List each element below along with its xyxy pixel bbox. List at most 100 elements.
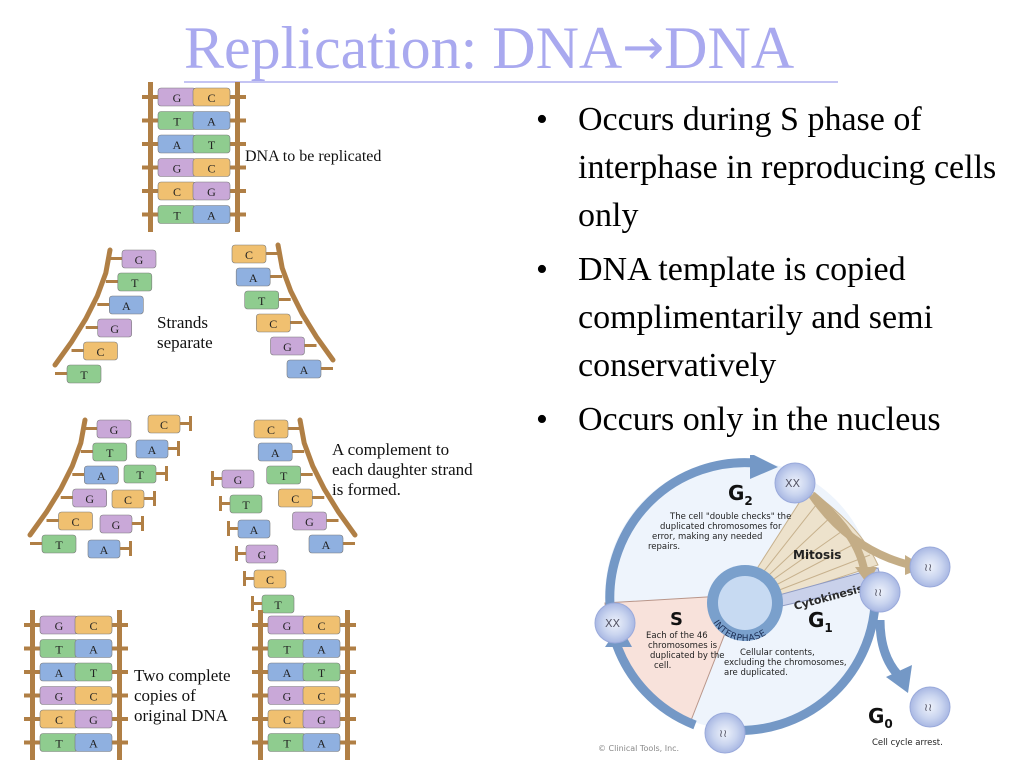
g1-description: Cellular contents, excluding the chromos… — [724, 648, 847, 678]
cycle-arrow-s-to-g2 — [605, 458, 756, 606]
base-T: T — [302, 662, 341, 682]
svg-text:C: C — [291, 492, 299, 506]
svg-text:C: C — [267, 423, 275, 437]
svg-text:T: T — [173, 115, 181, 129]
svg-text:A: A — [322, 538, 331, 552]
base-A: A — [308, 534, 344, 554]
base-G: G — [157, 87, 197, 107]
base-T: T — [266, 465, 301, 485]
base-G: G — [72, 488, 108, 508]
cell-daughter-1: ≀≀ — [859, 571, 901, 613]
base-C: C — [74, 686, 113, 705]
svg-text:A: A — [89, 737, 98, 751]
svg-text:G: G — [112, 518, 121, 532]
stage2-label-line2: separate — [157, 333, 213, 352]
base-G: G — [192, 181, 231, 201]
svg-text:A: A — [249, 271, 258, 285]
svg-text:XX: XX — [605, 617, 621, 630]
title-prefix: Replication: DNA — [184, 15, 623, 81]
base-C: C — [192, 87, 231, 107]
title-underline — [184, 81, 838, 83]
backbone-right — [297, 417, 358, 538]
svg-text:T: T — [283, 643, 291, 657]
g0-label: G0 — [868, 704, 893, 731]
backbone-right — [235, 82, 240, 232]
svg-text:C: C — [269, 317, 277, 331]
svg-text:T: T — [173, 209, 181, 223]
base-C: C — [277, 488, 313, 508]
svg-text:C: C — [207, 91, 215, 105]
svg-text:T: T — [283, 737, 291, 751]
base-G: G — [74, 709, 113, 729]
base-C: C — [58, 511, 93, 531]
svg-text:G: G — [173, 91, 182, 105]
svg-text:A: A — [122, 299, 131, 313]
svg-text:T: T — [55, 737, 63, 751]
base-C: C — [231, 244, 267, 264]
base-T: T — [92, 442, 128, 462]
svg-text:T: T — [208, 138, 216, 152]
bullet-icon: • — [536, 401, 548, 438]
svg-text:G: G — [85, 492, 94, 506]
mitosis-label: Mitosis — [793, 548, 841, 562]
svg-text:C: C — [207, 162, 215, 176]
base-G: G — [302, 709, 341, 729]
base-C: C — [83, 341, 118, 361]
bullet-text: DNA template is copied complimentarily a… — [578, 251, 934, 384]
svg-text:cell.: cell. — [654, 661, 671, 671]
mitosis-arrow-2 — [808, 492, 911, 569]
svg-text:C: C — [283, 713, 291, 727]
arrow-head-icon — [855, 567, 877, 585]
base-A: A — [192, 205, 231, 224]
base-T: T — [39, 733, 79, 752]
free-nucleotide: A — [135, 439, 180, 459]
base-A: A — [135, 439, 169, 459]
base-T: T — [117, 272, 153, 292]
svg-text:C: C — [97, 345, 105, 359]
free-nucleotide: C — [243, 569, 287, 589]
svg-text:A: A — [97, 469, 106, 483]
base-G: G — [96, 419, 132, 439]
svg-text:repairs.: repairs. — [648, 542, 680, 552]
nucleus-core — [718, 576, 772, 630]
stage1-label: DNA to be replicated — [245, 148, 382, 165]
arrow-head-icon — [886, 665, 912, 693]
cell-g1: ≀≀ — [704, 712, 746, 754]
slide-title: Replication: DNA→DNA — [184, 18, 794, 78]
base-C: C — [253, 419, 289, 439]
g2-label: G2 — [728, 481, 753, 508]
cell-g0: ≀≀ — [909, 686, 951, 728]
base-C: C — [267, 709, 307, 729]
svg-text:G: G — [317, 713, 326, 727]
svg-text:T: T — [90, 666, 98, 680]
base-A: A — [84, 465, 119, 485]
base-A: A — [74, 733, 113, 752]
svg-text:A: A — [271, 446, 280, 460]
base-G: G — [267, 686, 307, 705]
svg-text:A: A — [89, 643, 98, 657]
svg-text:G: G — [55, 619, 64, 633]
base-G: G — [97, 318, 133, 338]
free-nucleotide: T — [123, 464, 168, 484]
svg-text:T: T — [106, 446, 114, 460]
base-G: G — [39, 686, 79, 705]
base-A: A — [192, 111, 231, 130]
cycle-arrow-to-s — [610, 638, 697, 730]
base-C: C — [111, 489, 145, 509]
svg-text:C: C — [317, 690, 325, 704]
copyright-notice: © Clinical Tools, Inc. — [598, 744, 679, 753]
base-A: A — [237, 519, 271, 539]
svg-text:≀≀: ≀≀ — [924, 561, 932, 574]
svg-text:≀≀: ≀≀ — [874, 586, 882, 599]
bullet-item: •Occurs only in the nucleus — [536, 396, 1016, 444]
base-C: C — [74, 615, 113, 635]
